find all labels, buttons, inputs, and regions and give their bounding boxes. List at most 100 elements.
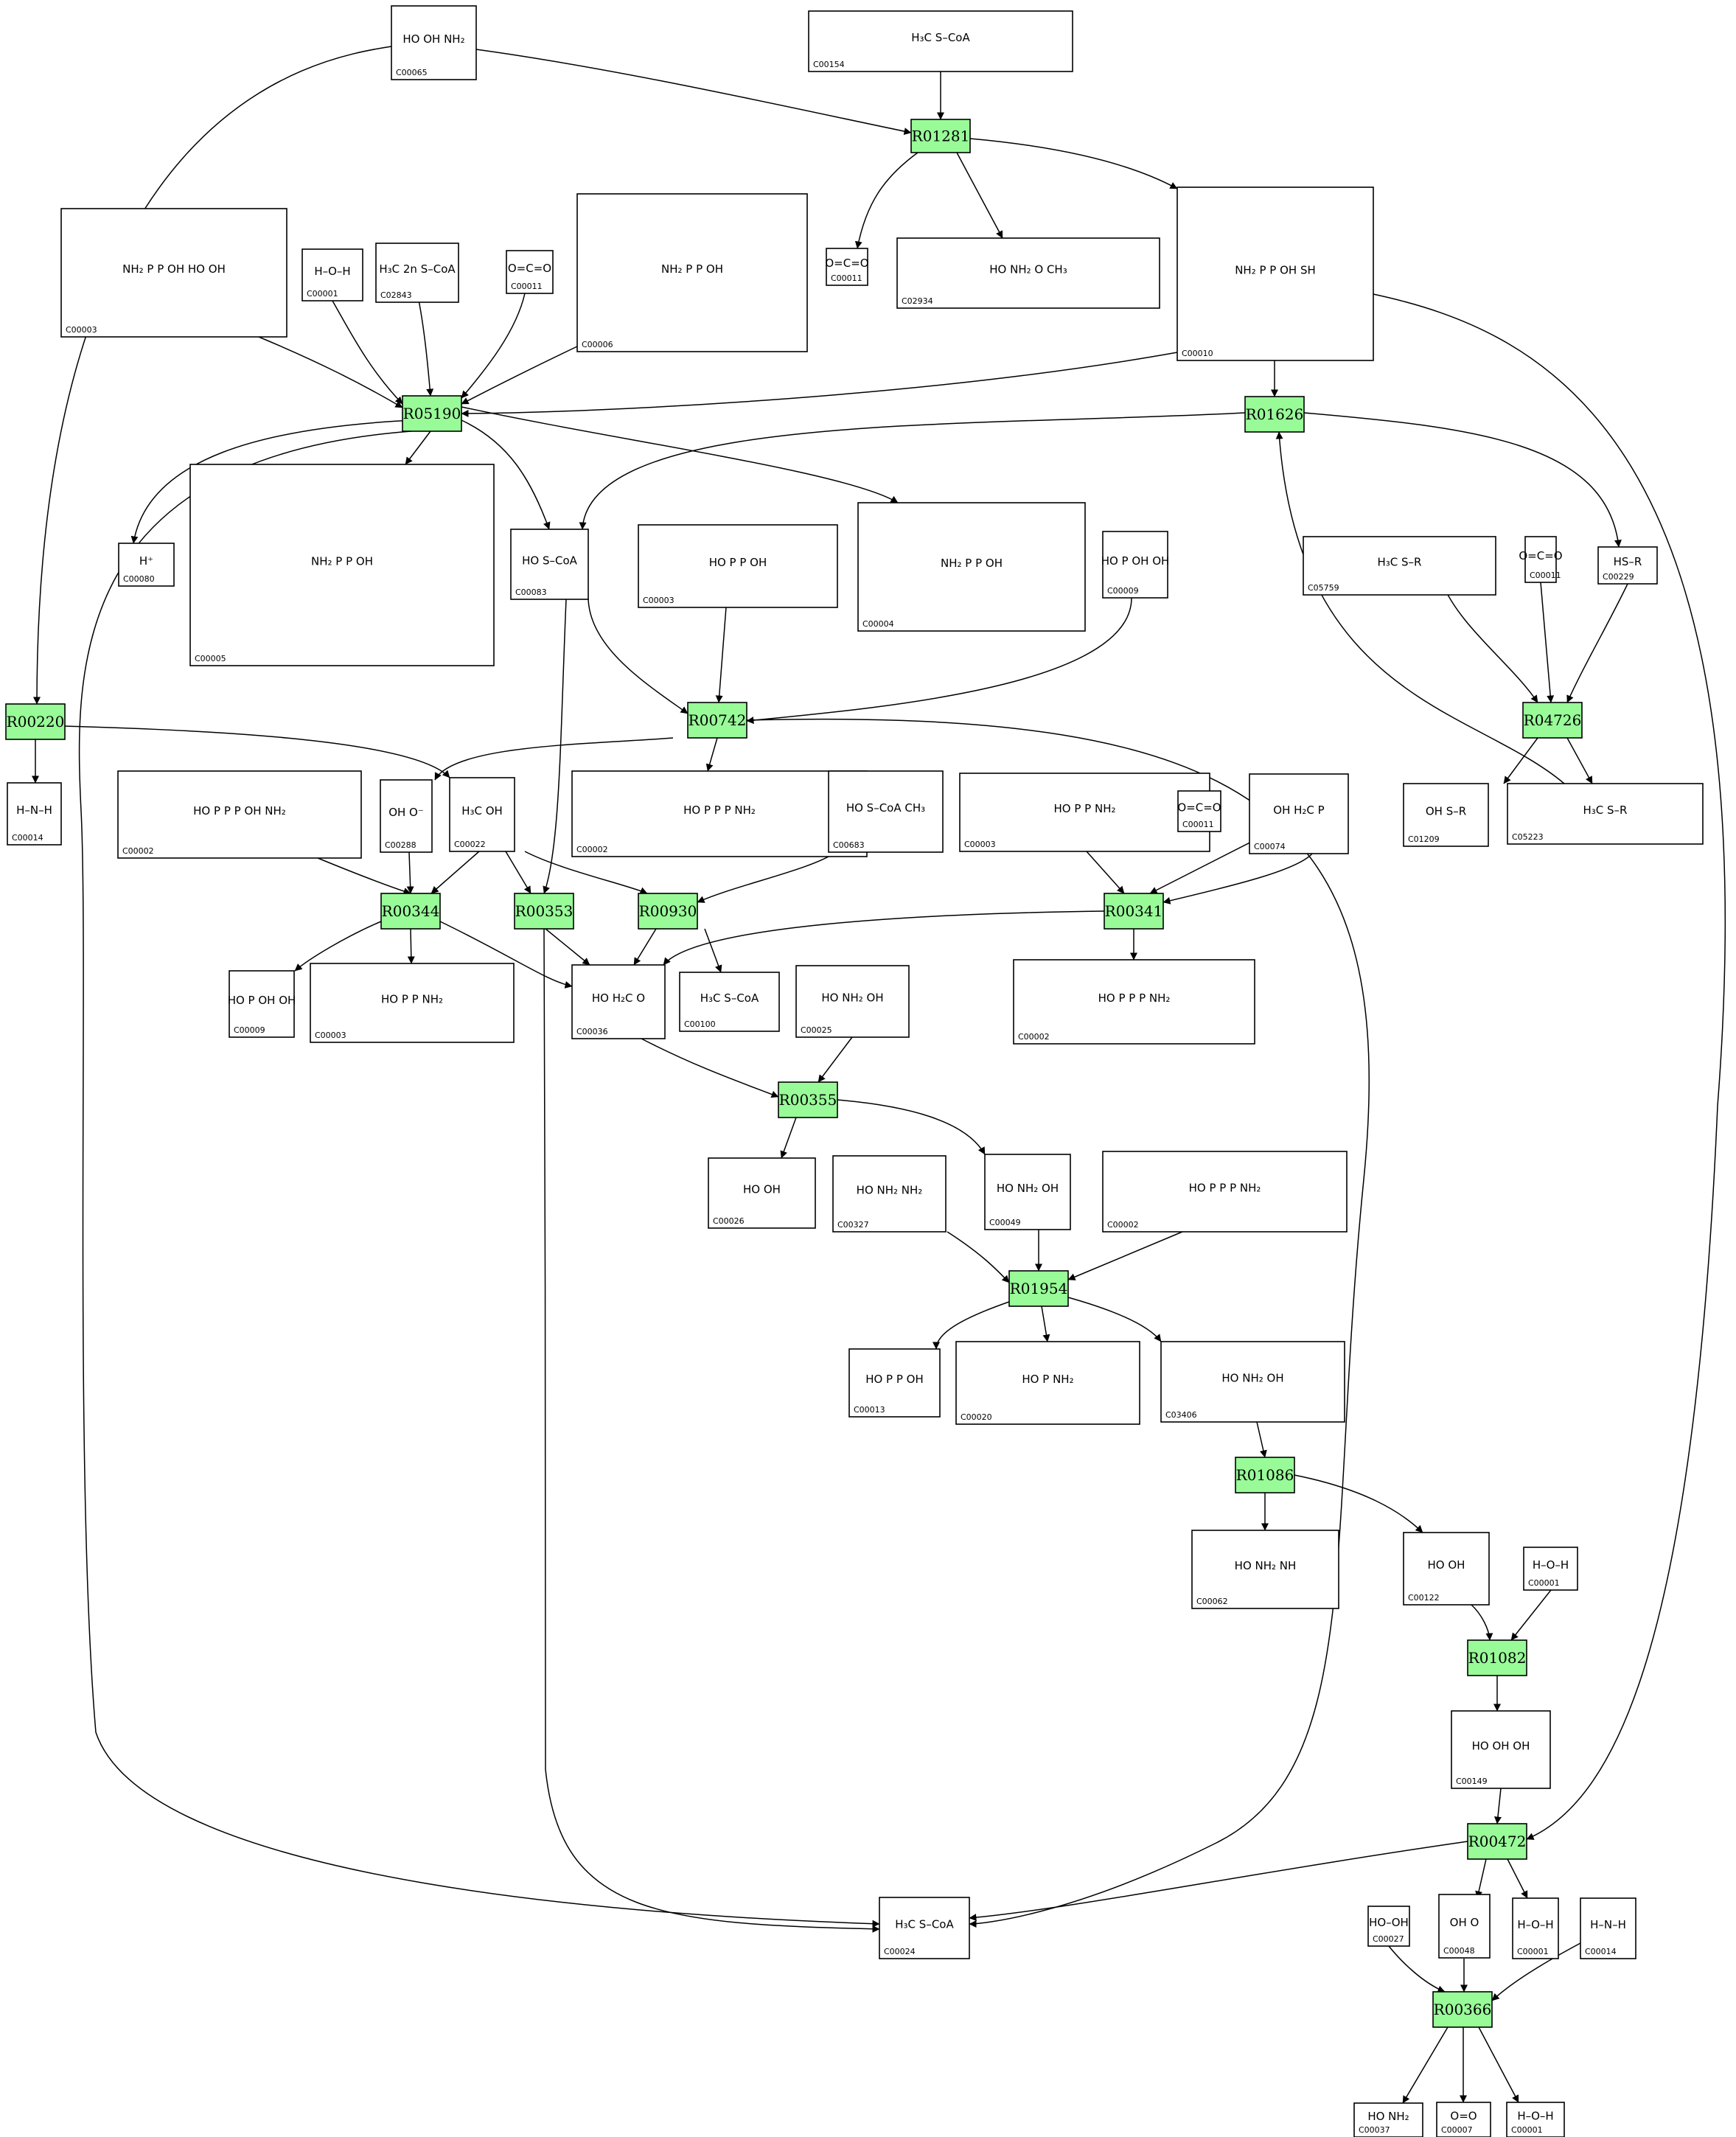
compound-id: C00049 xyxy=(989,1218,1021,1227)
reaction-edge xyxy=(545,928,590,966)
compound-box xyxy=(189,464,495,666)
reaction-node[interactable]: R01954 xyxy=(1008,1270,1069,1307)
compound-box xyxy=(1580,1897,1636,1959)
reaction-node[interactable]: R01086 xyxy=(1235,1457,1295,1493)
reaction-edge xyxy=(588,598,689,714)
reaction-node[interactable]: R00353 xyxy=(514,893,574,930)
reaction-edge xyxy=(1303,412,1622,548)
compound-structure: H⁺ xyxy=(139,554,153,568)
reaction-node[interactable]: R01626 xyxy=(1244,396,1305,433)
reaction-node[interactable]: R00355 xyxy=(778,1081,838,1118)
reaction-edge xyxy=(579,412,1246,530)
compound-box xyxy=(896,237,1160,309)
reaction-box xyxy=(5,703,66,740)
reaction-edge xyxy=(1510,1589,1552,1641)
reaction-edge xyxy=(641,1038,779,1098)
compound-box xyxy=(1303,536,1496,596)
compound-box xyxy=(1353,2102,1423,2137)
compound-id: C00003 xyxy=(66,325,97,335)
reaction-edge xyxy=(461,293,526,399)
reaction-edge xyxy=(715,607,727,703)
reaction-node[interactable]: R01082 xyxy=(1467,1639,1527,1676)
reaction-node[interactable]: R00341 xyxy=(1104,893,1164,930)
reaction-node[interactable]: R00472 xyxy=(1467,1823,1527,1860)
reaction-edge xyxy=(697,851,837,903)
reaction-node[interactable]: R00366 xyxy=(1432,1991,1493,2028)
reaction-node[interactable]: R04726 xyxy=(1522,702,1583,739)
compound-box xyxy=(510,529,589,600)
reaction-edge xyxy=(746,718,1370,1928)
compound-node[interactable]: OH O⁻C00288 xyxy=(380,779,433,853)
reaction-node[interactable]: R00930 xyxy=(638,893,698,930)
reaction-node[interactable]: R01281 xyxy=(910,119,971,153)
reaction-node[interactable]: R00344 xyxy=(380,893,441,930)
compound-box xyxy=(708,1157,816,1229)
reaction-node[interactable]: R05190 xyxy=(402,395,462,432)
compound-box xyxy=(449,777,515,852)
compound-node[interactable]: H⁺C00080 xyxy=(118,543,175,587)
reaction-node[interactable]: R00220 xyxy=(5,703,66,740)
compound-box xyxy=(1176,186,1374,361)
compound-structure: H₃C OH xyxy=(461,804,503,818)
reaction-edge xyxy=(78,430,880,1928)
reaction-box xyxy=(402,395,462,432)
compound-box xyxy=(1523,1547,1578,1591)
compound-structure: HO S–CoA CH₃ xyxy=(846,801,925,815)
reaction-node[interactable]: R00742 xyxy=(687,702,747,739)
compound-id: C00122 xyxy=(1408,1593,1440,1603)
